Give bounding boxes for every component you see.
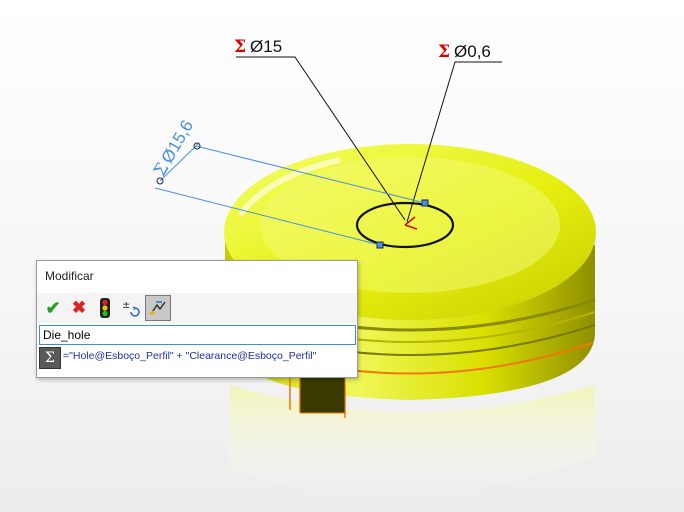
mark-dimension-button[interactable] <box>145 295 171 321</box>
traffic-light-icon <box>100 298 110 318</box>
dialog-toolbar: ✔ ✖ ± <box>37 293 357 323</box>
dimension-value: Ø0,6 <box>454 42 491 61</box>
equation-row: Σ ="Hole@Esboço_Perfil" + "Clearance@Esb… <box>39 347 355 369</box>
sigma-icon: Σ <box>438 42 451 62</box>
equation-text: ="Hole@Esboço_Perfil" + "Clearance@Esboç… <box>63 350 317 362</box>
ok-button[interactable]: ✔ <box>41 296 65 320</box>
svg-text:±: ± <box>122 300 130 311</box>
sigma-button[interactable]: Σ <box>39 347 61 369</box>
cancel-button[interactable]: ✖ <box>67 296 91 320</box>
dimension-leaders <box>154 56 502 246</box>
checkmark-icon: ✔ <box>45 297 61 318</box>
dimension-name-input[interactable] <box>39 325 356 345</box>
sigma-icon: Σ <box>45 350 55 366</box>
modify-dialog: Modificar ✔ ✖ ± <box>36 260 358 378</box>
spin-increment-button[interactable]: ± <box>119 296 143 320</box>
sigma-icon: Σ <box>234 37 247 57</box>
floor-reflection <box>230 385 595 497</box>
mark-dimension-icon <box>150 301 166 315</box>
plus-minus-spin-icon: ± <box>122 300 140 317</box>
dialog-title: Modificar <box>45 269 94 283</box>
rebuild-button[interactable] <box>93 296 117 320</box>
x-icon: ✖ <box>71 298 87 317</box>
dimension-value: Ø15 <box>250 37 283 56</box>
